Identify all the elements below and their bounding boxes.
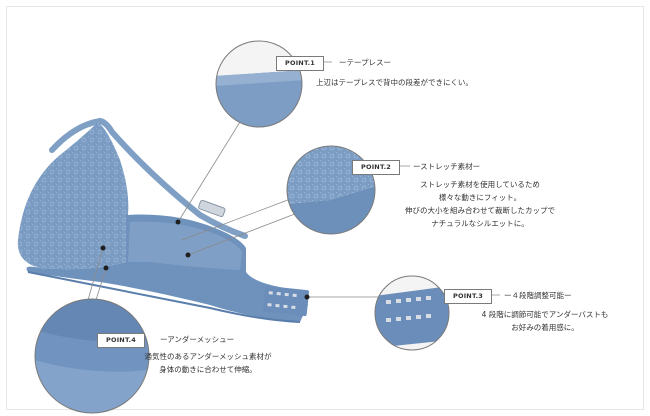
bra-image: [17, 117, 310, 323]
point-2-title: ーストレッチ素材ー: [413, 162, 481, 171]
point-2-desc-line: ストレッチ素材を使用しているため: [420, 180, 540, 189]
zoom-circle-mesh: [34, 298, 150, 414]
point-1-badge: POINT.1: [276, 56, 324, 71]
point-4-title: ーアンダーメッシュー: [160, 335, 235, 344]
point-2-badge: POINT.2: [352, 160, 400, 175]
point-2-desc-line: 伸びの大小を組み合わせて裁断したカップで: [405, 206, 555, 215]
point-3-desc-line: お好みの着用感に。: [511, 323, 579, 332]
zoom-circle-hooks: [374, 275, 450, 351]
point-3-desc-line: 4 段階に調節可能でアンダーバストも: [481, 310, 609, 319]
point-3-title: ー４段階調整可能ー: [504, 291, 572, 300]
point-2-desc-line: 様々な動きにフィット。: [438, 193, 522, 202]
point-4-desc-line: 身体の動きに合わせて伸縮。: [159, 365, 257, 374]
callout-dots: [100, 219, 310, 300]
point-3-badge: POINT.3: [444, 289, 492, 304]
point-1-desc-line: 上辺はテープレスで背中の段差ができにくい。: [316, 78, 473, 87]
point-4-desc-line: 通気性のあるアンダーメッシュ素材が: [144, 352, 272, 361]
point-1-title: ーテープレスー: [339, 58, 392, 67]
point-4-badge: POINT.4: [97, 333, 145, 348]
point-2-desc-line: ナチュラルなシルエットに。: [431, 219, 529, 228]
zoom-circle-tapeless: [215, 40, 303, 128]
